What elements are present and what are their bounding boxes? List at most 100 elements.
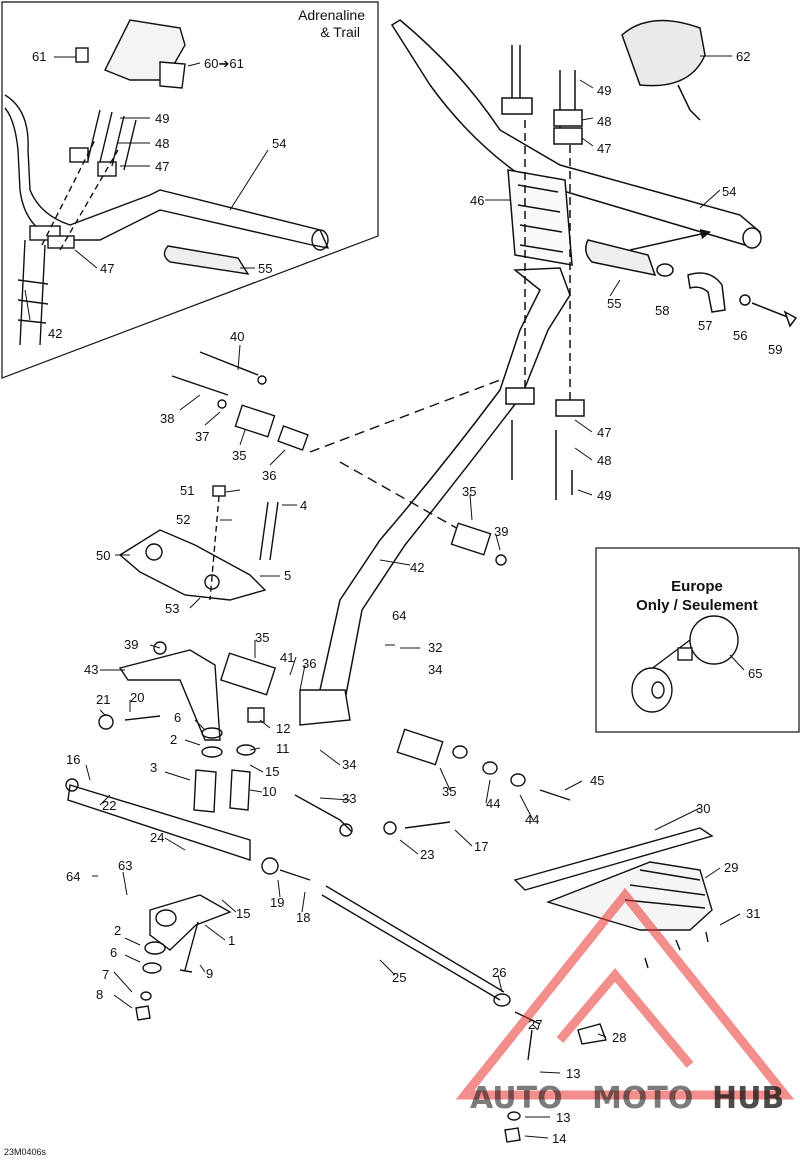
callout-label: 31 bbox=[746, 906, 760, 921]
callout-label: 13 bbox=[556, 1110, 570, 1125]
callout-label: 27 bbox=[528, 1017, 542, 1032]
callout-label: 24 bbox=[150, 830, 164, 845]
callout-label: 16 bbox=[66, 752, 80, 767]
callout-label: 23 bbox=[420, 847, 434, 862]
callout-label: 15 bbox=[236, 906, 250, 921]
callout-label: 47 bbox=[155, 159, 169, 174]
callout-label: 65 bbox=[748, 666, 762, 681]
callout-label: 56 bbox=[733, 328, 747, 343]
callout-label: 8 bbox=[96, 987, 103, 1002]
variant-title-line2: & Trail bbox=[320, 24, 360, 40]
callout-label: 39 bbox=[494, 524, 508, 539]
callout-label: 61 bbox=[32, 49, 46, 64]
callout-label: 29 bbox=[724, 860, 738, 875]
callout-label: 57 bbox=[698, 318, 712, 333]
callout-label: 51 bbox=[180, 483, 194, 498]
callout-label: 42 bbox=[48, 326, 62, 341]
callout-label: 55 bbox=[607, 296, 621, 311]
callout-label: 47 bbox=[597, 425, 611, 440]
europe-box bbox=[595, 547, 800, 733]
callout-label: 36 bbox=[302, 656, 316, 671]
inset-frame bbox=[1, 1, 379, 379]
callout-label: 59 bbox=[768, 342, 782, 357]
callout-label: 44 bbox=[525, 812, 539, 827]
callout-label: 33 bbox=[342, 791, 356, 806]
callout-label: 35 bbox=[255, 630, 269, 645]
watermark-logo bbox=[455, 887, 795, 1100]
callout-label: 1 bbox=[228, 933, 235, 948]
watermark-text: AUTO MOTO HUB bbox=[470, 1081, 784, 1116]
callout-label: 60➔61 bbox=[204, 56, 244, 71]
callout-label: 49 bbox=[597, 83, 611, 98]
watermark-auto: AUTO bbox=[470, 1081, 563, 1116]
callout-label: 35 bbox=[232, 448, 246, 463]
callout-label: 47 bbox=[100, 261, 114, 276]
callout-label: 3 bbox=[150, 760, 157, 775]
callout-label: 25 bbox=[392, 970, 406, 985]
callout-label: 20 bbox=[130, 690, 144, 705]
callout-label: 2 bbox=[114, 923, 121, 938]
callout-label: 6 bbox=[110, 945, 117, 960]
callout-label: 7 bbox=[102, 967, 109, 982]
callout-label: 54 bbox=[272, 136, 286, 151]
callout-label: 12 bbox=[276, 721, 290, 736]
callout-labels: 61 60➔61 62 49 49 48 48 47 47 47 54 54 4… bbox=[32, 49, 782, 1146]
callout-label: 62 bbox=[736, 49, 750, 64]
callout-label: 48 bbox=[597, 114, 611, 129]
callout-label: 14 bbox=[552, 1131, 566, 1146]
callout-label: 17 bbox=[474, 839, 488, 854]
callout-label: 26 bbox=[492, 965, 506, 980]
callout-label: 6 bbox=[174, 710, 181, 725]
watermark-hub: HUB bbox=[712, 1081, 784, 1116]
callout-label: 39 bbox=[124, 637, 138, 652]
callout-label: 44 bbox=[486, 796, 500, 811]
callout-label: 54 bbox=[722, 184, 736, 199]
callout-label: 34 bbox=[342, 757, 356, 772]
callout-label: 53 bbox=[165, 601, 179, 616]
leader-lines bbox=[24, 55, 745, 1139]
callout-label: 22 bbox=[102, 798, 116, 813]
callout-label: 64 bbox=[66, 869, 80, 884]
callout-label: 21 bbox=[96, 692, 110, 707]
callout-label: 41 bbox=[280, 650, 294, 665]
callout-label: 64 bbox=[392, 608, 406, 623]
watermark-triangle bbox=[455, 887, 795, 1100]
callout-label: 11 bbox=[276, 741, 290, 756]
callout-label: 13 bbox=[566, 1066, 580, 1081]
europe-title-line2: Only / Seulement bbox=[636, 597, 758, 614]
callout-label: 43 bbox=[84, 662, 98, 677]
callout-label: 5 bbox=[284, 568, 291, 583]
callout-label: 48 bbox=[155, 136, 169, 151]
callout-label: 45 bbox=[590, 773, 604, 788]
callout-label: 37 bbox=[195, 429, 209, 444]
callout-label: 15 bbox=[265, 764, 279, 779]
callout-label: 46 bbox=[470, 193, 484, 208]
callout-label: 47 bbox=[597, 141, 611, 156]
callout-label: 38 bbox=[160, 411, 174, 426]
callout-label: 2 bbox=[170, 732, 177, 747]
callout-label: 30 bbox=[696, 801, 710, 816]
callout-label: 49 bbox=[155, 111, 169, 126]
callout-label: 50 bbox=[96, 548, 110, 563]
callout-label: 35 bbox=[442, 784, 456, 799]
callout-label: 35 bbox=[462, 484, 476, 499]
callout-label: 4 bbox=[300, 498, 307, 513]
linkage-drawing bbox=[65, 351, 739, 1143]
callout-label: 58 bbox=[655, 303, 669, 318]
europe-title-line1: Europe bbox=[671, 578, 723, 595]
callout-label: 63 bbox=[118, 858, 132, 873]
callout-label: 55 bbox=[258, 261, 272, 276]
callout-label: 42 bbox=[410, 560, 424, 575]
callout-label: 18 bbox=[296, 910, 310, 925]
callout-label: 19 bbox=[270, 895, 284, 910]
callout-label: 36 bbox=[262, 468, 276, 483]
variant-title-line1: Adrenaline bbox=[298, 7, 365, 23]
callout-label: 32 bbox=[428, 640, 442, 655]
callout-label: 40 bbox=[230, 329, 244, 344]
inset-handlebar-drawing bbox=[4, 19, 330, 346]
drawing-code: 23M0406s bbox=[4, 1147, 47, 1157]
callout-label: 52 bbox=[176, 512, 190, 527]
callout-label: 9 bbox=[206, 966, 213, 981]
